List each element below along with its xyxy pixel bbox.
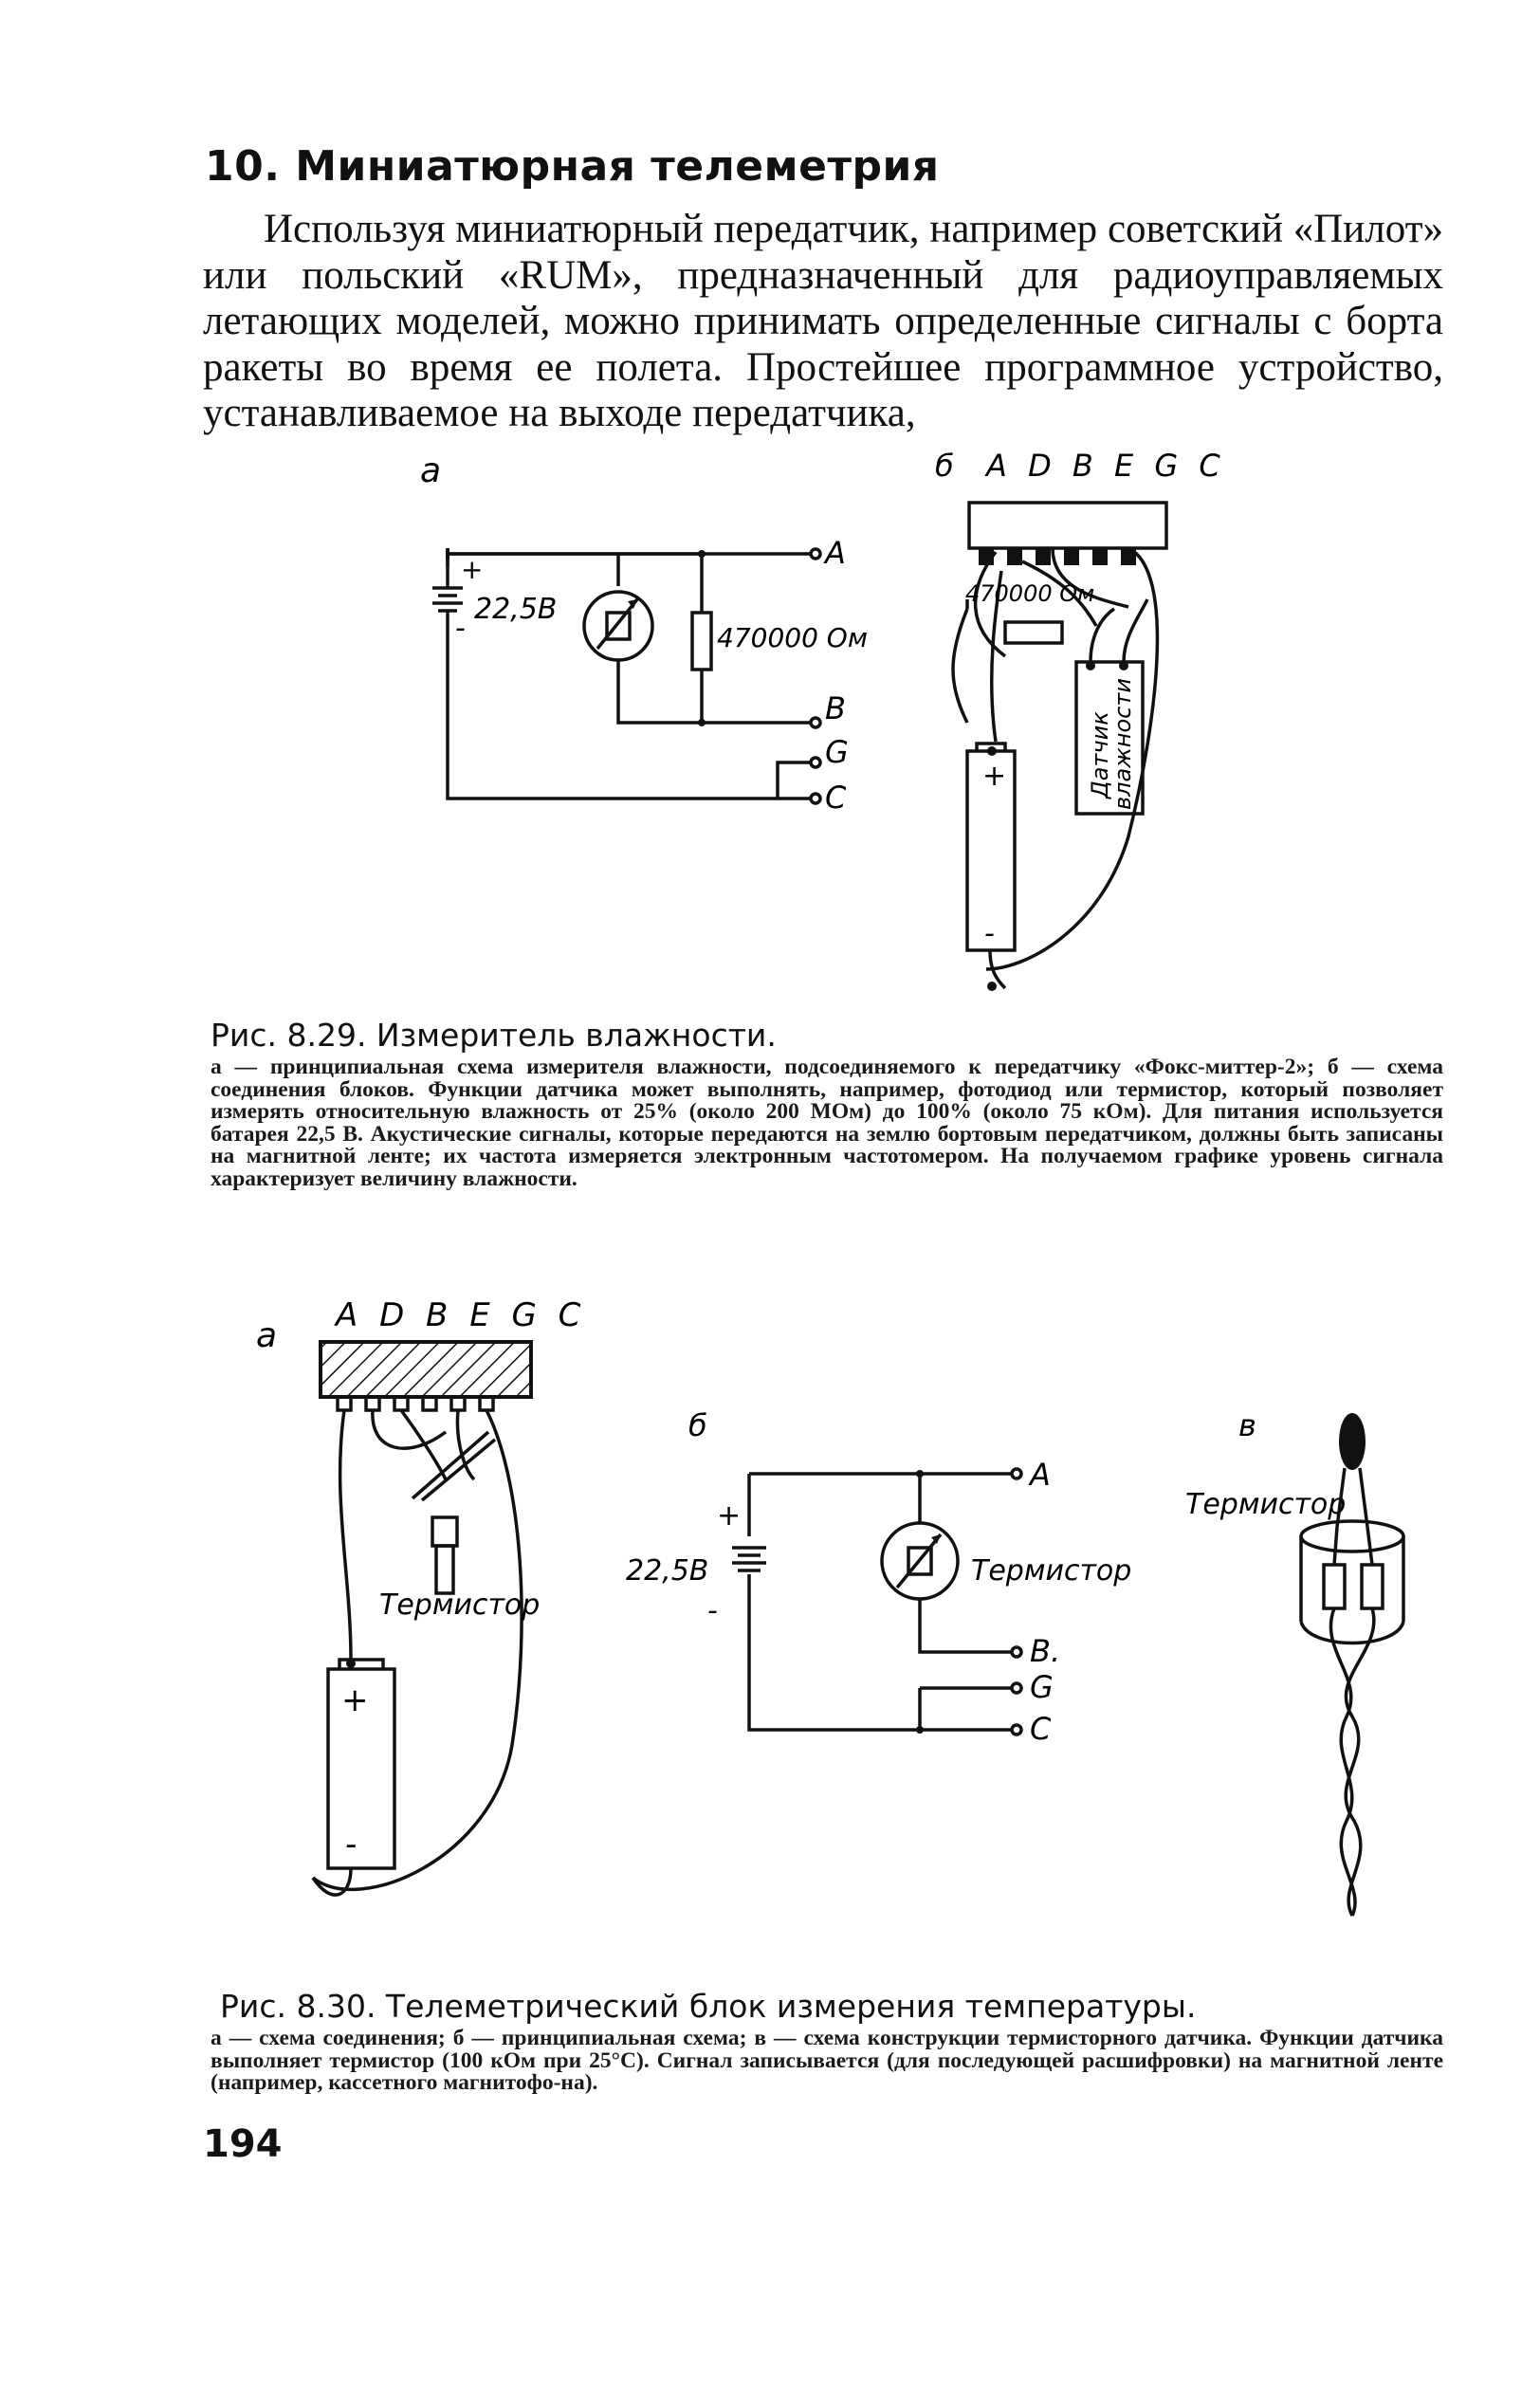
figure-829-schematic: а + - 22,5В 470000 Ом A B G C	[379, 446, 910, 825]
figure-829-cell-plus: +	[982, 760, 1006, 793]
figure-829-caption-title: Рис. 8.29. Измеритель влажности.	[211, 1017, 777, 1054]
figure-830-panel-b-letter: б	[688, 1407, 707, 1443]
figure-830-thermistor-construction: в Термистор	[1176, 1404, 1441, 1935]
figure-829-resistor-label: 470000 Ом	[717, 622, 868, 653]
figure-829-terminal-g: G	[825, 734, 849, 770]
figure-829-panel-b-letter: б	[935, 448, 954, 484]
figure-830-panel-c-letter: в	[1238, 1407, 1256, 1443]
figure-830-cell-minus: -	[345, 1826, 357, 1864]
figure-830-thermistor-label-b: Термистор	[971, 1554, 1131, 1588]
section-heading: 10. Миниатюрная телеметрия	[205, 142, 940, 191]
figure-830-schematic: б + 22,5В - Термистор A B. G C	[626, 1404, 1157, 1764]
figure-829-connector-pins: A D B E G C	[984, 448, 1226, 484]
figure-829-wiring-svg: б A D B E G C	[935, 448, 1226, 991]
figure-829-sensor-label-line2: влажности	[1109, 678, 1136, 810]
figure-830-thermistor-svg: в Термистор	[1185, 1407, 1405, 1917]
figure-830-battery-minus: -	[707, 1594, 718, 1627]
page-number: 194	[203, 2122, 283, 2166]
figure-829-battery-minus: -	[455, 612, 466, 645]
figure-829-panel-a-letter: а	[420, 451, 441, 490]
figure-830-wiring: а A D B E G C Термистор + -	[247, 1290, 607, 1935]
figure-829-schematic-svg: а + - 22,5В 470000 Ом A B G C	[420, 451, 868, 816]
figure-830-terminal-g: G	[1030, 1669, 1054, 1705]
figure-829-battery-voltage: 22,5В	[474, 593, 557, 626]
figure-830-thermistor-label-a: Термистор	[379, 1588, 540, 1622]
figure-830-terminal-c: C	[1030, 1711, 1052, 1747]
figure-830-thermistor-label-c: Термистор	[1185, 1488, 1346, 1521]
figure-829-terminal-c: C	[825, 780, 847, 816]
figure-830-connector-pins: A D B E G C	[334, 1296, 586, 1334]
figure-829-caption-body: а — принципиальная схема измерителя влаж…	[211, 1055, 1443, 1191]
figure-829-terminal-a: A	[823, 535, 846, 571]
figure-830-battery-plus: +	[717, 1499, 741, 1533]
figure-830-schematic-svg: б + 22,5В - Термистор A B. G C	[626, 1407, 1131, 1747]
figure-829-terminal-b: B	[825, 690, 846, 726]
figure-830-terminal-a: A	[1028, 1457, 1051, 1493]
figure-829-cell-minus: -	[984, 917, 995, 950]
figure-830-terminal-b: B.	[1030, 1633, 1060, 1669]
figure-830-cell-plus: +	[341, 1681, 369, 1719]
figure-829-sensor-label-line1: Датчик	[1087, 711, 1113, 799]
figure-830-caption-body: а — схема соединения; б — принципиальная…	[211, 2026, 1443, 2095]
figure-829-battery-plus: +	[461, 554, 483, 585]
figure-829-wiring: б A D B E G C	[910, 438, 1233, 1007]
figure-830-caption-title: Рис. 8.30. Телеметрический блок измерени…	[220, 1988, 1197, 2025]
figure-830-panel-a-letter: а	[256, 1316, 277, 1355]
figure-830-wiring-svg: а A D B E G C Термистор + -	[256, 1296, 586, 1897]
intro-paragraph: Используя миниатюрный передатчик, наприм…	[203, 207, 1443, 435]
figure-829-resistor-label-b: 470000 Ом	[965, 580, 1094, 607]
figure-830-battery-voltage: 22,5В	[626, 1554, 708, 1588]
